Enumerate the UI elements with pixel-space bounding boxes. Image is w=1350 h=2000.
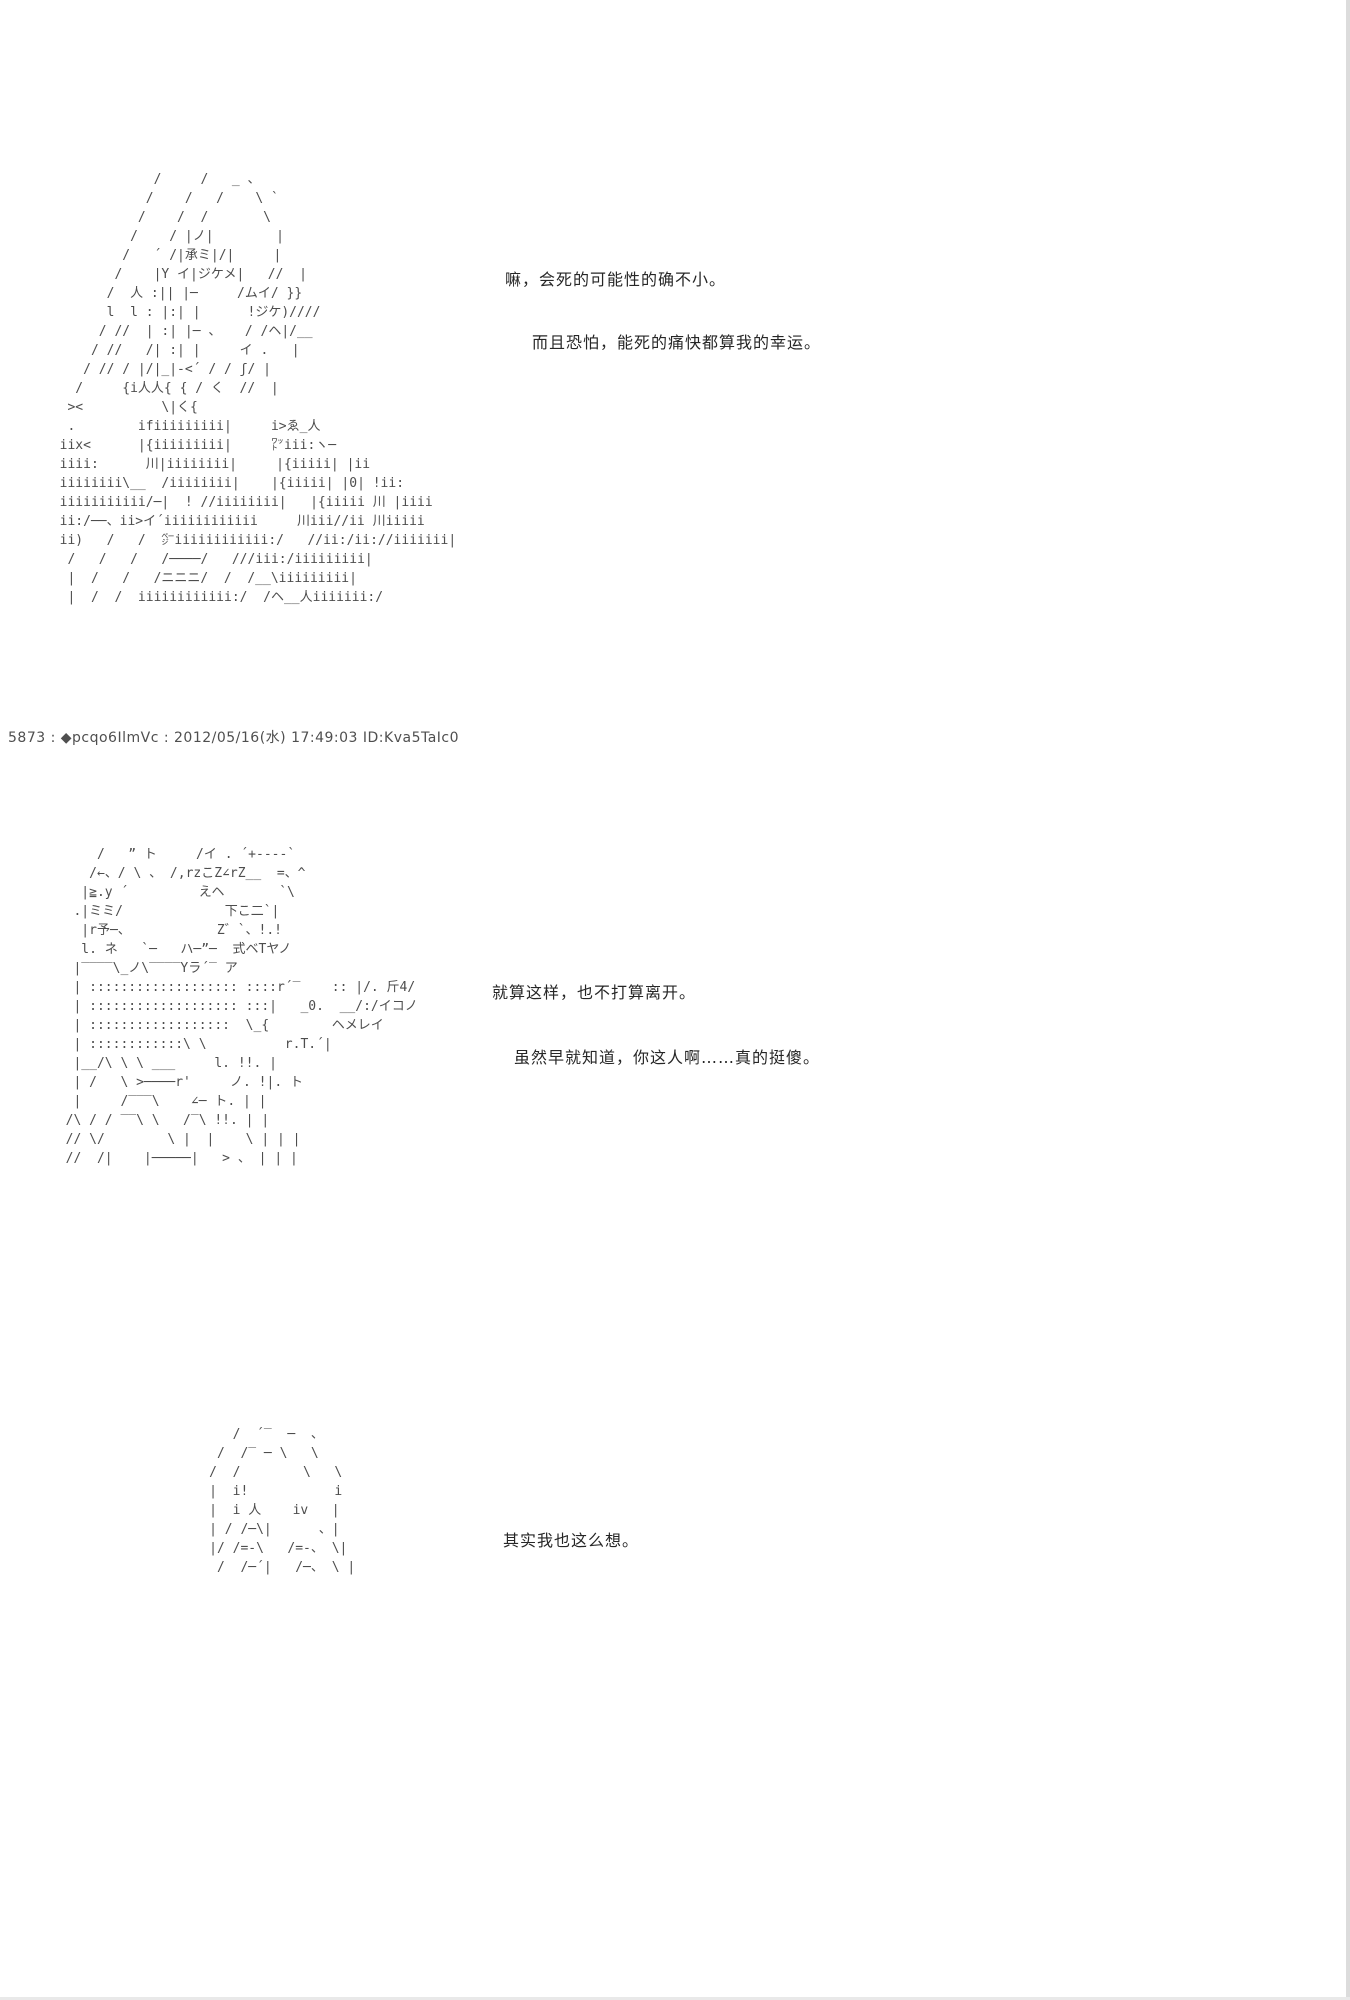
ascii-art-character-2: / ” ト /イ . ´+----` /←、/ \ 、 /,rzこZ∠rZ__ … bbox=[65, 847, 418, 1166]
post-header: 5873 : ◆pcqo6IlmVc : 2012/05/16(水) 17:49… bbox=[8, 730, 460, 746]
ascii-art-character-1: / / _ 、 / / / \ ` / / / \ / / |ノ| | / ´ … bbox=[59, 172, 457, 605]
ascii-art-character-3: / ´‾ ─ 、 / /‾ ─ \ \ / / \ \ | i! i | i 人… bbox=[209, 1427, 356, 1575]
dialogue-text: 其实我也这么想。 bbox=[503, 1531, 640, 1550]
dialogue-text: 嘛，会死的可能性的确不小。 bbox=[505, 270, 727, 289]
dialogue-text: 就算这样，也不打算离开。 bbox=[492, 983, 697, 1002]
page-edge-bottom bbox=[0, 1997, 1350, 2000]
page-edge-right bbox=[1346, 0, 1350, 2000]
dialogue-text: 虽然早就知道，你这人啊……真的挺傻。 bbox=[514, 1048, 821, 1067]
dialogue-text: 而且恐怕，能死的痛快都算我的幸运。 bbox=[532, 333, 822, 352]
